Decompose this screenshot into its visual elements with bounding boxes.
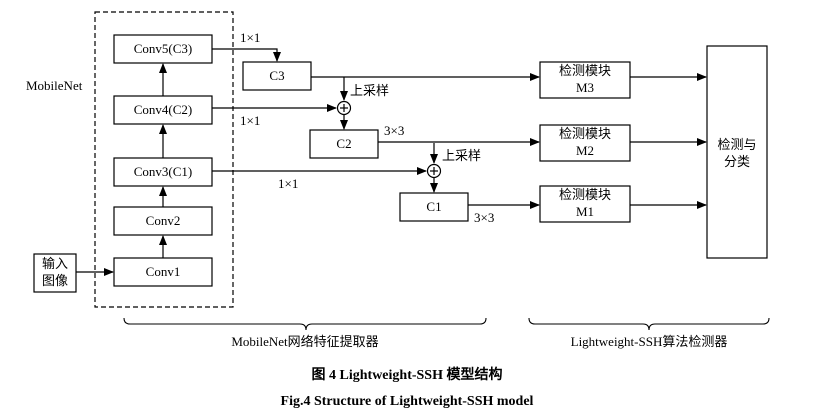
brace-right-label: Lightweight-SSH算法检测器 xyxy=(571,334,728,349)
arrow-conv5-c3 xyxy=(212,48,281,62)
input-image-box xyxy=(33,253,77,293)
c3-box xyxy=(242,61,312,91)
op-conv5-c3: 1×1 xyxy=(240,30,260,45)
module-m3-line1: 检测模块 xyxy=(559,63,611,78)
brace-left xyxy=(123,317,487,331)
op-conv3-plus2: 1×1 xyxy=(278,176,298,191)
conv1-box xyxy=(113,257,213,287)
input-line1: 输入 xyxy=(42,256,68,271)
c2-label: C2 xyxy=(336,136,351,151)
c1-box xyxy=(399,192,469,222)
classifier-line2: 分类 xyxy=(724,154,750,169)
op-c1-m1: 3×3 xyxy=(474,210,494,225)
op-c2-m2: 3×3 xyxy=(384,123,404,138)
op-upsample-2: 上采样 xyxy=(442,148,481,163)
module-m3-line2: M3 xyxy=(576,80,594,95)
mobilenet-label: MobileNet xyxy=(26,78,83,93)
op-conv4-plus1: 1×1 xyxy=(240,113,260,128)
module-m2-box xyxy=(539,124,631,162)
caption-cn: 图 4 Lightweight-SSH 模型结构 xyxy=(312,366,503,383)
input-line2: 图像 xyxy=(42,273,68,288)
module-m3-box xyxy=(539,61,631,99)
classifier-line1: 检测与 xyxy=(717,137,756,152)
mobilenet-region xyxy=(94,11,234,308)
caption-en: Fig.4 Structure of Lightweight-SSH model xyxy=(281,394,534,409)
op-upsample-1: 上采样 xyxy=(350,83,389,98)
module-m2-line1: 检测模块 xyxy=(559,126,611,141)
brace-left-label: MobileNet网络特征提取器 xyxy=(231,334,378,349)
conv1-label: Conv1 xyxy=(146,264,181,279)
conv2-label: Conv2 xyxy=(146,213,181,228)
c3-label: C3 xyxy=(269,68,284,83)
module-m1-line2: M1 xyxy=(576,204,594,219)
c2-box xyxy=(309,129,379,159)
conv4-label: Conv4(C2) xyxy=(134,102,193,117)
module-m1-box xyxy=(539,185,631,223)
module-m2-line2: M2 xyxy=(576,143,594,158)
module-m1-line1: 检测模块 xyxy=(559,187,611,202)
brace-right xyxy=(528,317,770,331)
detect-classify-box xyxy=(706,45,768,259)
conv3-label: Conv3(C1) xyxy=(134,164,193,179)
c1-label: C1 xyxy=(426,199,441,214)
conv5-label: Conv5(C3) xyxy=(134,41,193,56)
